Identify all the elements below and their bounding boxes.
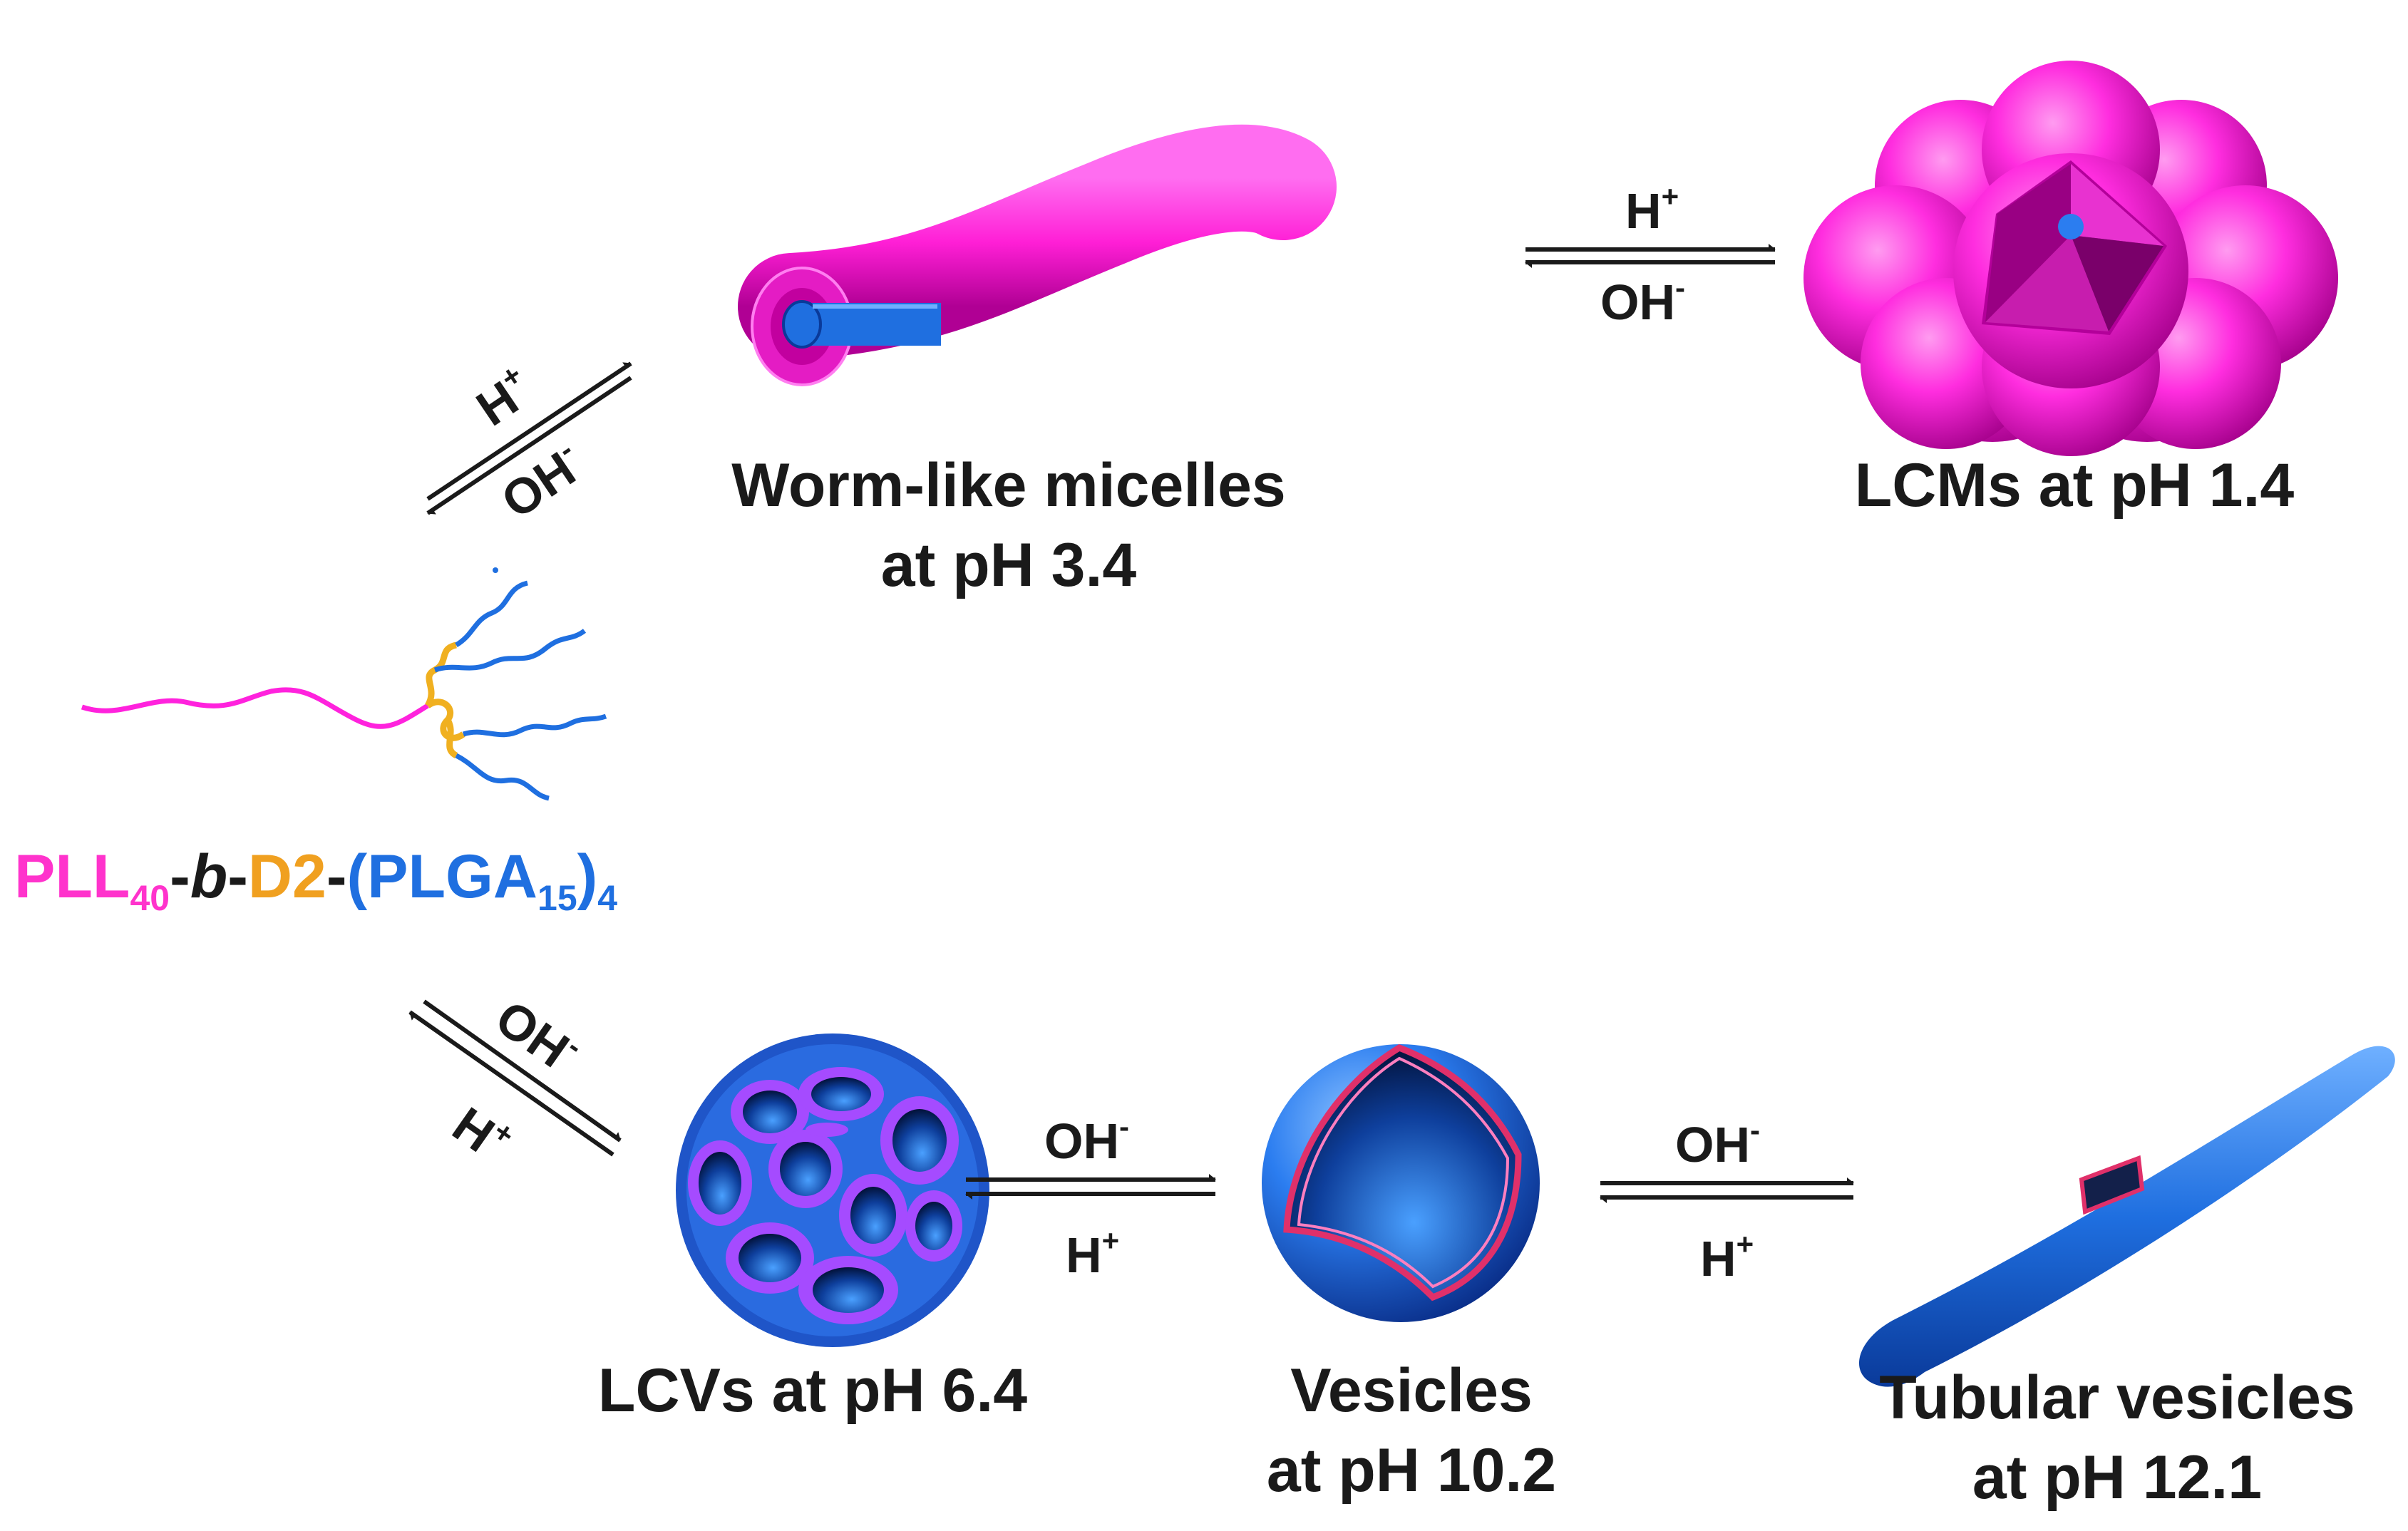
equilibrium-arrows-worm-lcm: H+ OH- xyxy=(1525,180,1776,330)
equilibrium-arrows-molecule-worm: H+ OH- xyxy=(426,358,632,529)
formula-pll: PLL40 xyxy=(14,842,170,918)
equilibrium-arrows-molecule-lcv: OH- H+ xyxy=(408,986,622,1172)
worm-label-line2: at pH 3.4 xyxy=(880,531,1137,599)
label-oh-minus: OH- xyxy=(1600,271,1685,330)
lcv-illustration xyxy=(676,1033,989,1347)
formula-d2: D2 xyxy=(247,842,326,911)
tubular-label: Tubular vesicles at pH 12.1 xyxy=(1839,1358,2395,1517)
vesicle-label-line2: at pH 10.2 xyxy=(1266,1436,1557,1505)
label-h-plus: H+ xyxy=(1700,1227,1754,1287)
label-h-plus: H+ xyxy=(465,358,542,437)
vesicle-illustration xyxy=(1262,1044,1540,1322)
label-h-plus: H+ xyxy=(1625,180,1679,239)
worm-like-micelle-illustration xyxy=(738,124,1337,386)
equilibrium-arrows-vesicle-tubular: OH- H+ xyxy=(1600,1113,1854,1287)
label-h-plus: H+ xyxy=(1066,1224,1119,1283)
label-oh-minus: OH- xyxy=(1675,1113,1760,1172)
lcm-label: LCMs at pH 1.4 xyxy=(1854,451,2295,520)
block-copolymer-illustration xyxy=(81,567,607,801)
lcm-illustration xyxy=(1804,61,2338,456)
molecule-formula: PLL40-b-D2-(PLGA15)4 xyxy=(14,842,618,918)
label-oh-minus: OH- xyxy=(1044,1110,1129,1169)
worm-label: Worm-like micelles at pH 3.4 xyxy=(695,445,1322,605)
equilibrium-arrows-lcv-vesicle: OH- H+ xyxy=(965,1110,1216,1283)
tubular-label-line1: Tubular vesicles xyxy=(1879,1364,2355,1432)
formula-b: b xyxy=(190,842,228,911)
vesicle-label-line1: Vesicles xyxy=(1290,1356,1533,1425)
label-oh-minus: OH- xyxy=(485,986,589,1083)
lcv-label: LCVs at pH 6.4 xyxy=(597,1356,1028,1425)
vesicle-label: Vesicles at pH 10.2 xyxy=(1212,1351,1611,1510)
tubular-vesicle-illustration xyxy=(1858,1046,2395,1387)
label-h-plus: H+ xyxy=(443,1093,520,1172)
tubular-label-line2: at pH 12.1 xyxy=(1972,1443,2263,1512)
worm-label-line1: Worm-like micelles xyxy=(731,451,1286,520)
formula-plga: (PLGA15)4 xyxy=(346,842,618,918)
